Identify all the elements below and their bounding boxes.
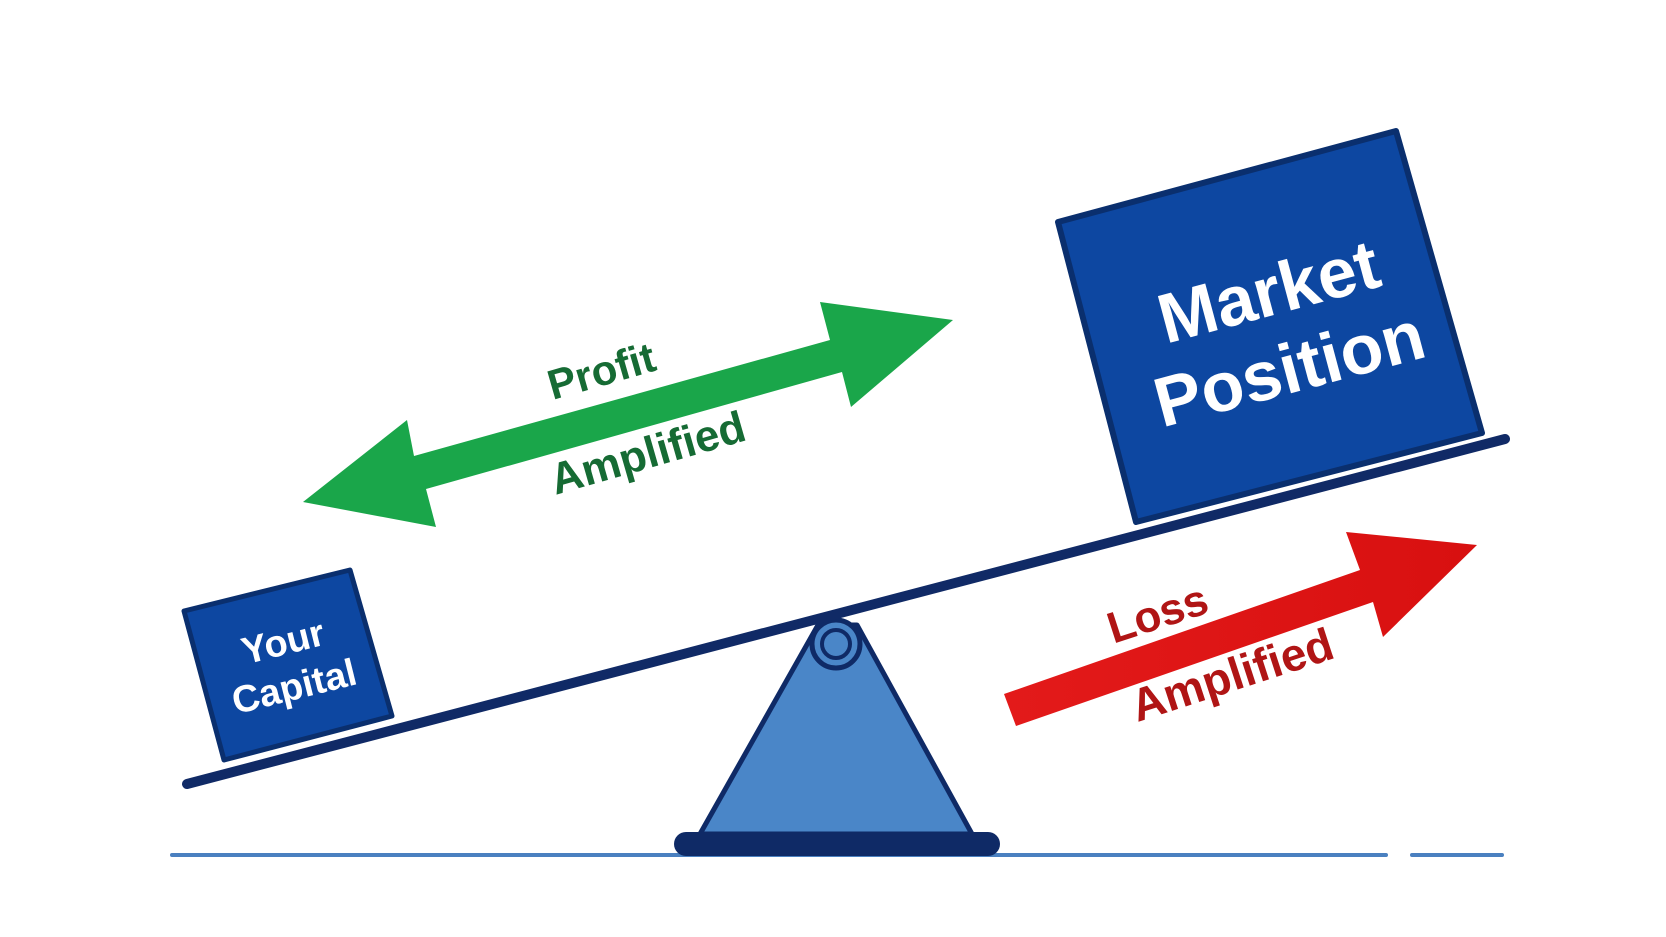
position-box: Market Position <box>1055 128 1485 525</box>
seesaw-beam <box>182 434 1510 789</box>
loss-arrow: Loss Amplified <box>1004 532 1477 732</box>
capital-box: Your Capital <box>181 567 395 763</box>
fulcrum-pivot-bolt <box>820 628 852 660</box>
capital-box-shape <box>181 567 395 763</box>
position-box-shape <box>1055 128 1485 525</box>
profit-double-arrow <box>303 302 953 527</box>
loss-arrow-shape <box>1004 532 1477 726</box>
fulcrum-base <box>674 832 1000 856</box>
profit-arrow: Profit Amplified <box>303 302 953 527</box>
